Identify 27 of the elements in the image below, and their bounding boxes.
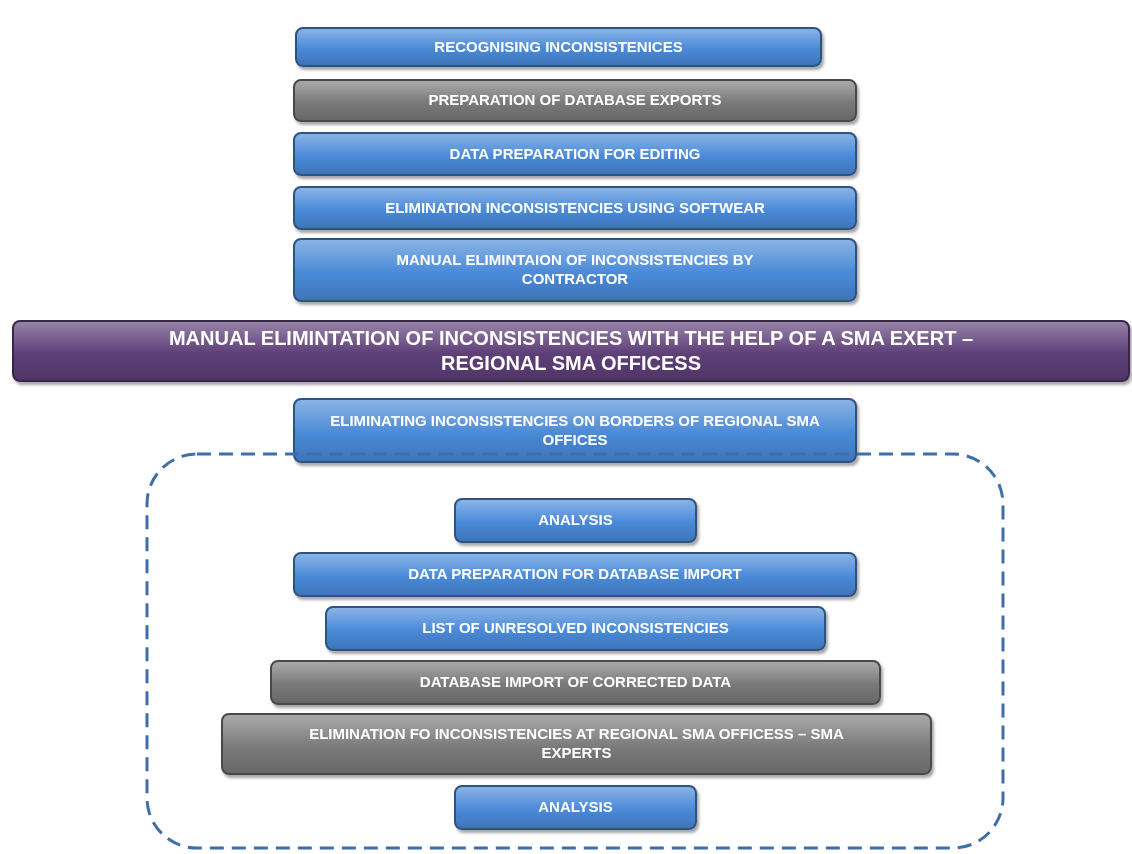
- box-label: ANALYSIS: [538, 798, 613, 817]
- process-box: [325, 606, 826, 651]
- box-label: MANUAL ELIMINTAION OF INCONSISTENCIES BY CONTRACTOR: [395, 251, 755, 289]
- box-label: DATA PREPARATION FOR EDITING: [449, 144, 701, 164]
- process-box: [454, 785, 697, 830]
- process-box: [293, 238, 857, 302]
- box-label: ELIMINATION FO INCONSISTENCIES AT REGIONAL SMA OFFICESS – SMA EXPERTS: [308, 725, 845, 763]
- process-box: [221, 713, 932, 775]
- process-box: [293, 552, 857, 597]
- process-box: [293, 186, 857, 230]
- process-box: [295, 27, 822, 67]
- box-label: ELIMINATION INCONSISTENCIES USING SOFTWEAR: [385, 198, 765, 218]
- process-box: [454, 498, 697, 543]
- box-label: ANALYSIS: [538, 511, 613, 530]
- box-label: PREPARATION OF DATABASE EXPORTS: [428, 91, 722, 110]
- process-box: [293, 398, 857, 463]
- process-box: [293, 132, 857, 176]
- box-label: RECOGNISING INCONSISTENICES: [434, 37, 683, 57]
- box-label: DATA PREPARATION FOR DATABASE IMPORT: [408, 565, 742, 584]
- banner-box: [12, 320, 1130, 382]
- box-label: ELIMINATING INCONSISTENCIES ON BORDERS OF REGIONAL SMA OFFICES: [329, 411, 821, 450]
- box-label: MANUAL ELIMINTATION OF INCONSISTENCIES WITH THE HELP OF A SMA EXERT – REGIONAL SMA OFFICESS: [167, 326, 975, 376]
- box-label: DATABASE IMPORT OF CORRECTED DATA: [419, 673, 732, 692]
- dashed-group-frame: [145, 452, 1005, 850]
- process-box: [293, 79, 857, 122]
- box-label: LIST OF UNRESOLVED INCONSISTENCIES: [422, 619, 729, 638]
- process-box: [270, 660, 881, 705]
